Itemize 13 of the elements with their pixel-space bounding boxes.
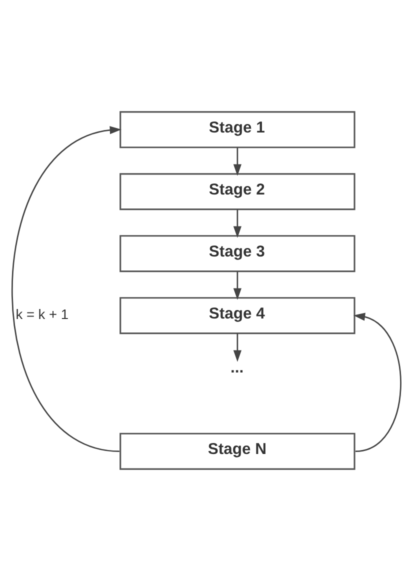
node-box: Stage 3 bbox=[120, 234, 356, 272]
arrow bbox=[353, 312, 402, 452]
arrow bbox=[12, 126, 122, 452]
arrow bbox=[233, 209, 242, 238]
node-box: Stage 1 bbox=[120, 110, 356, 148]
arrow bbox=[233, 271, 242, 300]
node-text: ... bbox=[230, 358, 244, 376]
arrow bbox=[233, 332, 242, 362]
node-box: Stage 4 bbox=[120, 296, 356, 334]
node-box: Stage 2 bbox=[120, 172, 356, 210]
node-box: Stage N bbox=[120, 432, 356, 470]
edge-label: k = k + 1 bbox=[16, 306, 69, 322]
arrow bbox=[233, 147, 242, 176]
